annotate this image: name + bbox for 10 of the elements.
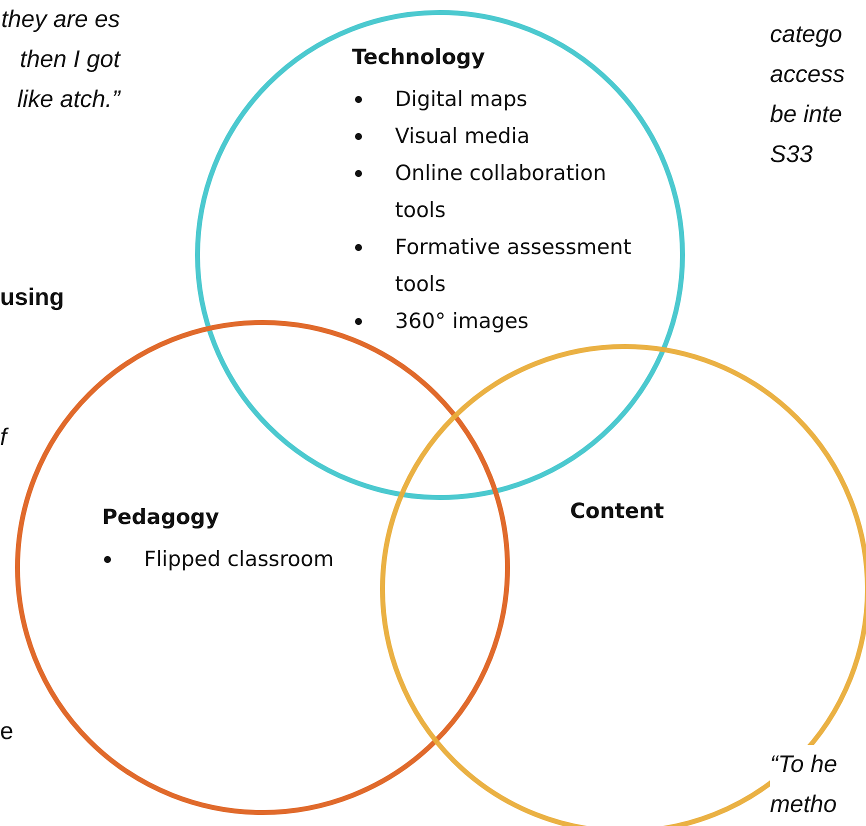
bullet-item: Flipped classroom (144, 546, 335, 573)
bullet-item: Visual media (395, 123, 531, 150)
bullet-item: Digital maps (395, 86, 528, 113)
bullet-item: Formative assessment tools (395, 234, 632, 298)
circle-heading: Technology (352, 45, 485, 69)
bullet-item: Online collaboration tools (395, 160, 608, 224)
bullet-item: 360° images (395, 308, 530, 335)
circle-heading: Pedagogy (102, 505, 220, 529)
circle-heading: Content (570, 499, 664, 523)
venn-circle (195, 10, 685, 500)
